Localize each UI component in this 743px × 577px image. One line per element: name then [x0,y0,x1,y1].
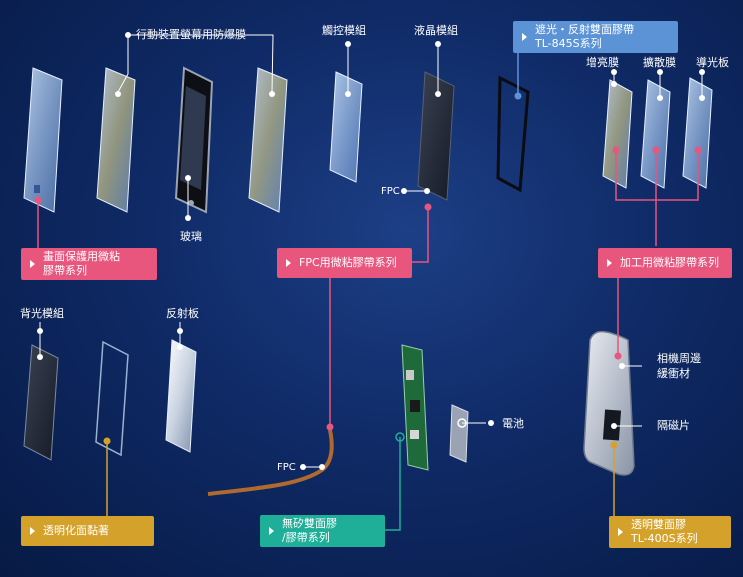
battery-part [449,404,469,463]
callout-processing-tape: 加工用微粘膠帶系列 [598,248,732,278]
arrow-icon [522,33,527,41]
lcd-module-layer [417,71,455,201]
pink-leader-dots [34,146,702,431]
backlight-module-layer [23,344,59,461]
screen-film-layer-1 [23,67,63,213]
teal-leader [385,432,405,531]
arrow-icon [607,259,612,267]
callout-line-1: 透明化面黏著 [43,524,109,537]
callout-line-1: 透明雙面膠 [631,518,686,531]
callout-transparent-adhesion: 透明化面黏著 [21,516,154,546]
callout-fpc-series: FPC用微粘膠帶系列 [277,248,412,278]
callout-line-1: 遮光・反射雙面膠帶 [535,23,634,36]
callout-shading-tape: 遮光・反射雙面膠帶 TL-845S系列 [513,21,678,53]
phone-back-assembly [583,330,635,476]
callout-line-1: 無矽雙面膠 [282,517,337,530]
callout-line-1: 加工用微粘膠帶系列 [620,256,719,269]
callout-silicone-free: 無矽雙面膠 /膠帶系列 [260,515,385,547]
optical-films-group [602,77,713,189]
label-screen-film: 行動裝置螢幕用防爆膜 [136,28,246,41]
callout-line-2: 膠帶系列 [43,264,87,277]
reflector-layer [165,339,197,453]
label-touch-module: 觸控模組 [322,24,366,37]
callout-line-2: /膠帶系列 [282,531,330,544]
white-leader-dots [37,32,705,470]
label-battery: 電池 [502,417,524,430]
label-fpc-top: FPC [381,186,400,197]
label-backlight-module: 背光模組 [20,307,64,320]
callout-line-2: TL-400S系列 [631,532,698,545]
screen-film-layer-2 [96,67,136,213]
gold-leaders [103,437,618,516]
blue-leader [514,50,522,100]
callout-transparent-tape: 透明雙面膠 TL-400S系列 [609,516,731,548]
touch-module-layer [329,71,363,183]
glass-phone-front [174,66,214,214]
label-glass: 玻璃 [180,230,202,243]
label-fpc-bottom: FPC [277,462,296,473]
label-magnetic-sheet: 隔磁片 [657,419,690,432]
arrow-icon [30,527,35,535]
circuit-board [401,344,429,471]
fpc-cable [207,429,334,496]
label-light-guide: 導光板 [696,56,729,69]
shading-frame-layer [496,75,530,193]
callout-line-2: TL-845S系列 [535,37,602,50]
pink-leader-lines [37,150,699,427]
label-camera-buffer-2: 緩衝材 [657,367,690,380]
callout-line-1: FPC用微粘膠帶系列 [299,256,397,269]
callout-protect-tape: 畫面保護用微粘 膠帶系列 [21,248,157,280]
white-leader-lines [39,34,703,468]
label-camera-buffer-1: 相機周邊 [657,352,701,365]
arrow-icon [618,528,623,536]
transparent-film-frame [95,340,129,457]
callout-line-1: 畫面保護用微粘 [43,250,120,263]
label-lcd-module: 液晶模組 [414,24,458,37]
arrow-icon [269,527,274,535]
arrow-icon [30,260,35,268]
arrow-icon [286,259,291,267]
label-brightness-film: 增亮膜 [586,56,619,69]
label-reflector: 反射板 [166,307,199,320]
label-diffuser-film: 擴散膜 [643,56,676,69]
screen-film-layer-3 [248,67,288,213]
